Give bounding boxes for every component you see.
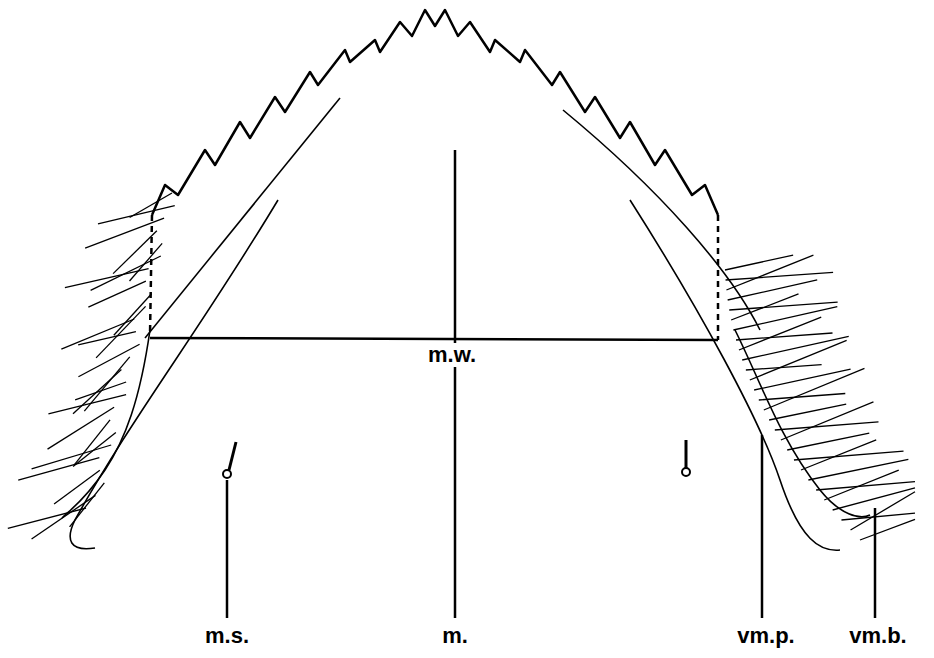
seta-stroke bbox=[775, 422, 879, 430]
measure-label: m.w. bbox=[425, 343, 479, 367]
seta-stroke bbox=[860, 519, 915, 540]
seta-stroke bbox=[733, 307, 837, 330]
seta-stroke bbox=[113, 231, 157, 274]
seta-stroke bbox=[32, 495, 96, 539]
seta-stroke bbox=[114, 294, 152, 335]
part-label: m.s. bbox=[202, 624, 252, 648]
seta-stroke bbox=[65, 269, 149, 288]
mentum-outline bbox=[152, 10, 718, 215]
seta-stroke bbox=[746, 365, 822, 370]
part-label: vm.p. bbox=[734, 624, 797, 648]
seta-stroke bbox=[728, 280, 818, 300]
seta-stroke bbox=[130, 243, 163, 281]
seta-stroke bbox=[794, 451, 904, 460]
seta-stroke bbox=[851, 492, 915, 530]
seta-stroke bbox=[736, 333, 832, 340]
seta-stroke bbox=[130, 193, 172, 218]
part-label: vm.b. bbox=[846, 624, 909, 648]
leader-line bbox=[150, 150, 875, 618]
seta-stroke bbox=[98, 206, 175, 224]
seta-stroke bbox=[78, 332, 136, 345]
seta-base bbox=[223, 468, 690, 478]
seta-stroke bbox=[88, 281, 146, 307]
seta-stroke bbox=[729, 302, 837, 310]
seta-stroke bbox=[726, 255, 813, 290]
dashed-edge bbox=[150, 215, 718, 340]
seta-stroke bbox=[808, 459, 908, 480]
seta-stroke bbox=[48, 395, 126, 414]
seta-stroke bbox=[731, 294, 798, 320]
seta-stroke bbox=[742, 336, 849, 360]
part-label: m. bbox=[439, 624, 471, 648]
seta-stroke bbox=[78, 344, 139, 377]
seta-stroke bbox=[750, 340, 847, 380]
ventromental-plate bbox=[62, 98, 870, 550]
setae-beard bbox=[8, 193, 915, 540]
seta-stroke bbox=[781, 402, 874, 440]
seta-stroke bbox=[54, 470, 100, 504]
seta-stroke bbox=[85, 218, 164, 248]
seta-stroke bbox=[726, 272, 834, 280]
seta-stroke bbox=[18, 458, 99, 481]
seta-stroke bbox=[8, 508, 86, 528]
seta-stroke bbox=[801, 440, 876, 470]
seta-stroke bbox=[74, 420, 110, 465]
seta-stroke bbox=[764, 368, 865, 410]
mental-seta bbox=[229, 440, 686, 470]
seta-stroke bbox=[70, 483, 105, 527]
